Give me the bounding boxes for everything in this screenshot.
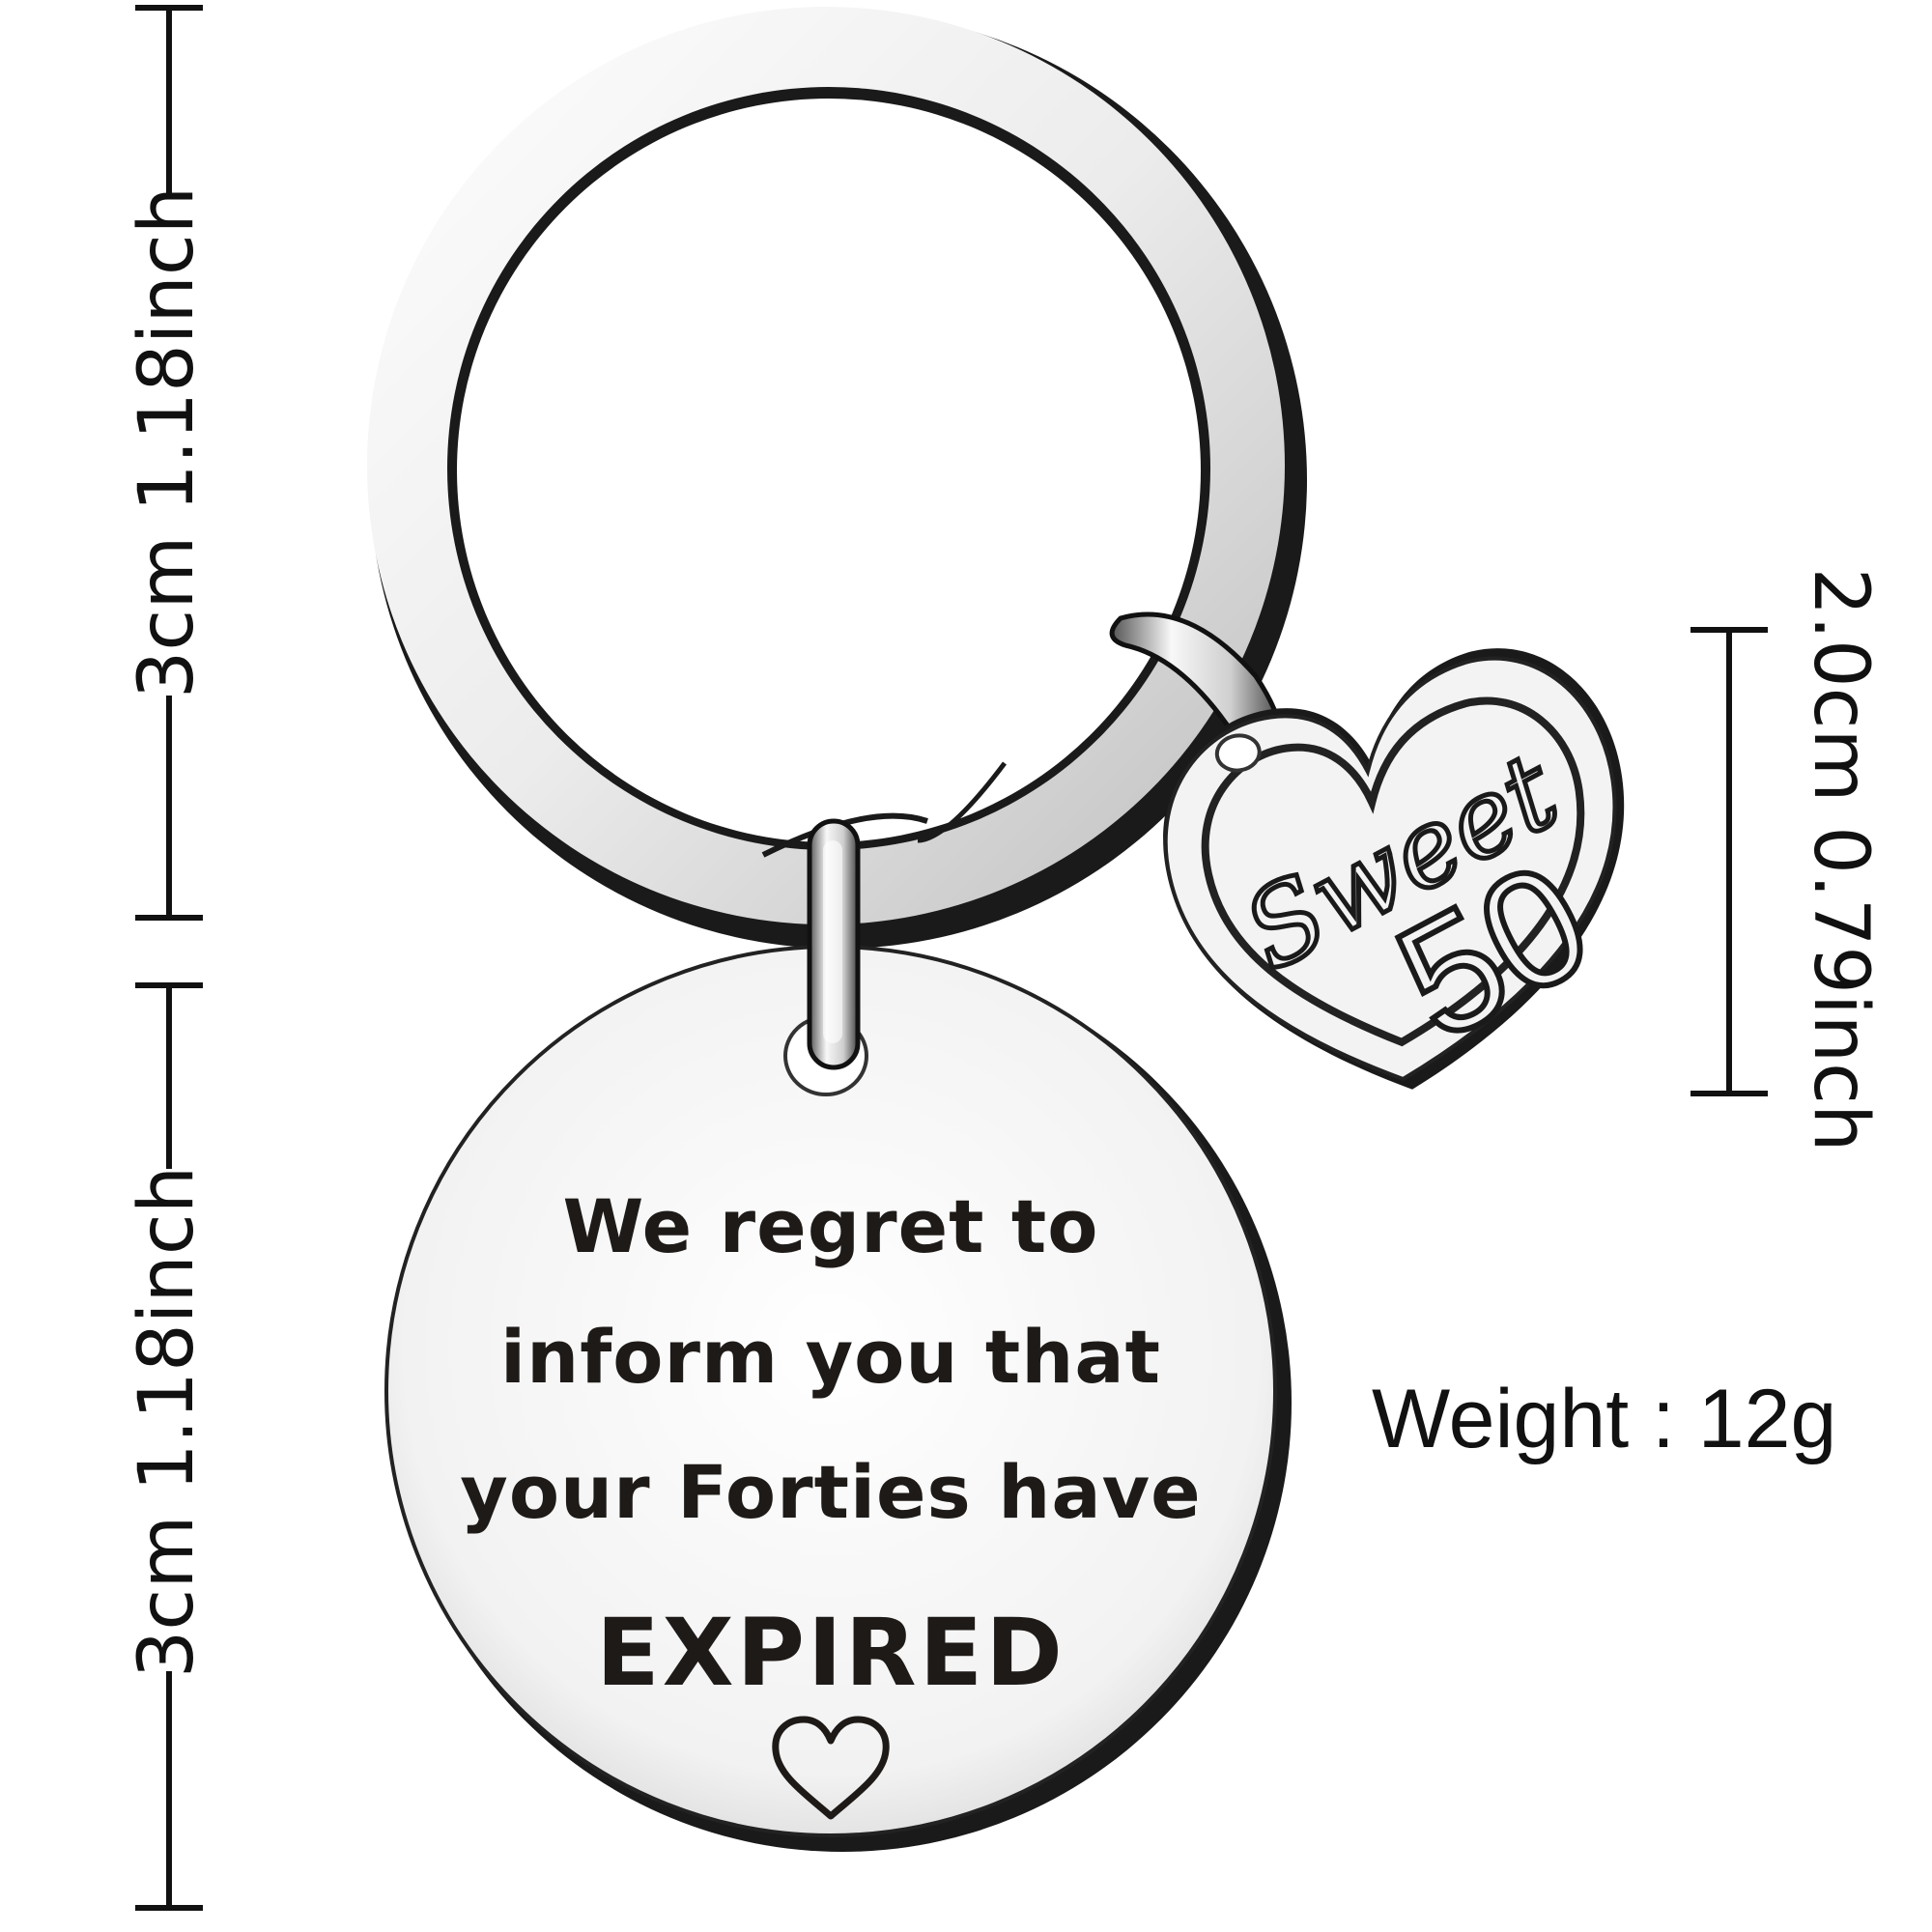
heart-charm: Sweet 50	[1163, 648, 1625, 1090]
tag-line-3: your Forties have	[460, 1449, 1202, 1535]
tag-disc	[384, 945, 1292, 1852]
tag-line-2: inform you that	[500, 1314, 1161, 1400]
ring-height-label: 3cm 1.18inch	[124, 185, 211, 699]
charm-height-label: 2.0cm 0.79inch	[1797, 567, 1884, 1152]
heart-icon	[772, 1716, 890, 1820]
key-ring	[367, 7, 1307, 949]
tag-jump-ring	[807, 818, 861, 1070]
dimension-charm	[1690, 627, 1768, 1096]
tag-expired: EXPIRED	[596, 1599, 1065, 1707]
dimension-tag	[135, 982, 203, 1911]
tag-height-label: 3cm 1.18inch	[124, 1165, 211, 1679]
dimension-ring	[135, 5, 203, 921]
tag-line-1: We regret to	[562, 1183, 1099, 1269]
weight-label: Weight : 12g	[1372, 1373, 1837, 1465]
